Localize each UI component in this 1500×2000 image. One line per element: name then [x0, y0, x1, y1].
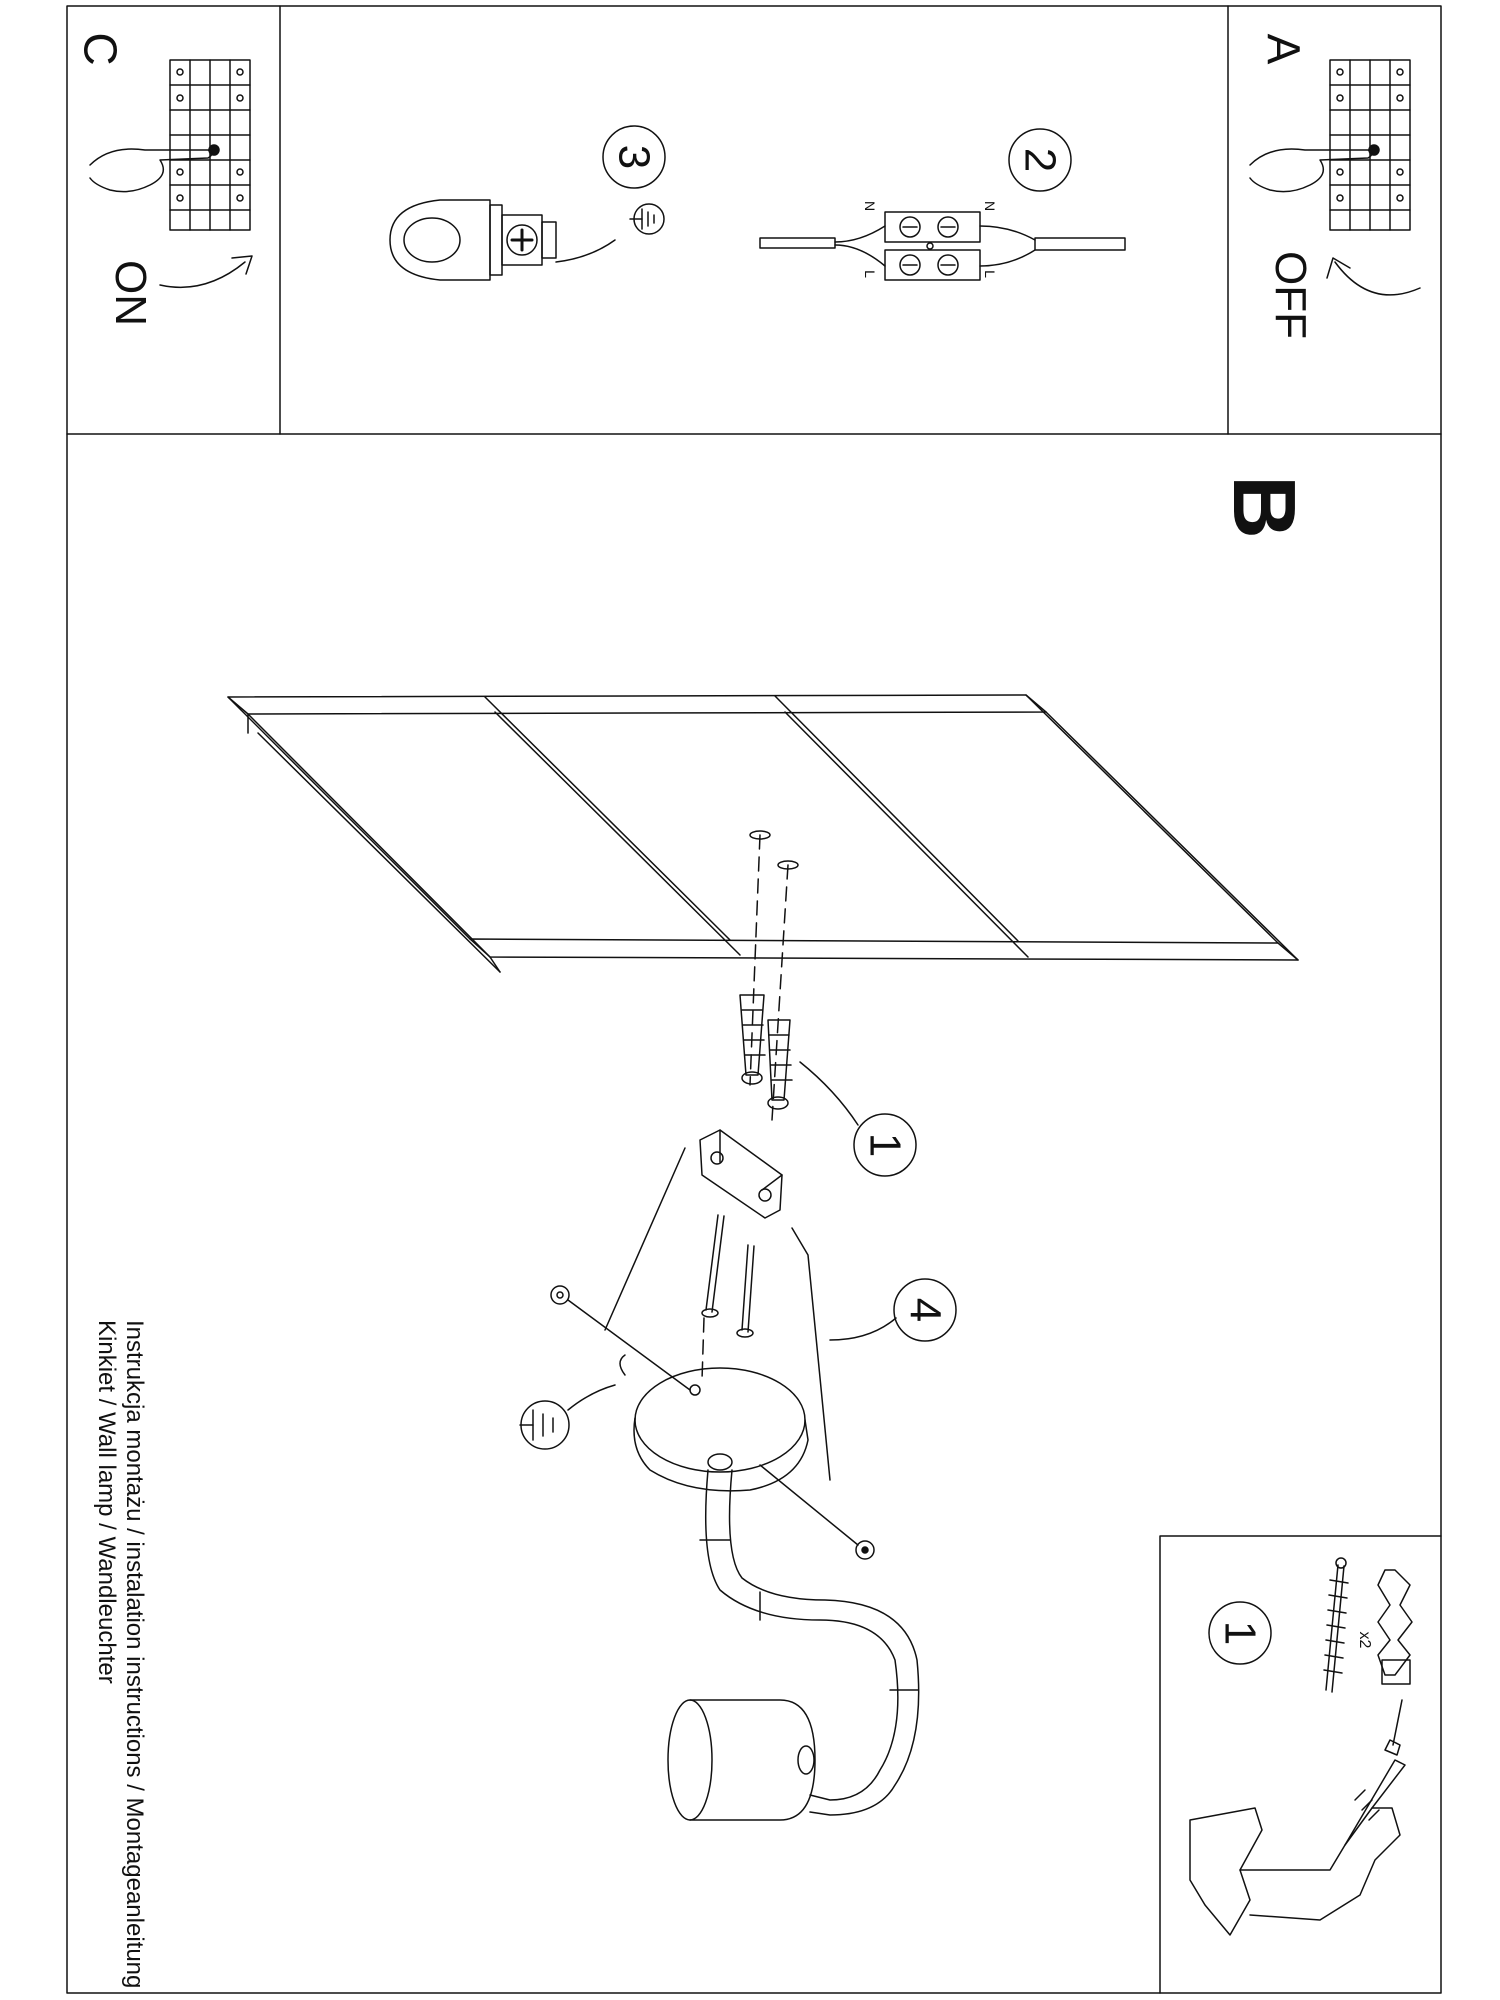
incoming-cable	[759, 237, 836, 249]
caption-line-1: Instrukcja montażu / instalation instruc…	[121, 1320, 148, 1989]
panel-a-label: OFF	[1266, 251, 1315, 339]
wall-top-edge	[227, 694, 1047, 715]
lamp-cable	[1034, 237, 1126, 251]
step-1-badge	[853, 1113, 917, 1177]
n-label-left: N	[862, 201, 878, 211]
step-2-connector	[759, 211, 1126, 281]
step-2-number: 2	[1016, 148, 1065, 172]
mounting-bracket	[699, 1129, 783, 1219]
terminal-block-n	[884, 211, 981, 243]
step-2-badge	[1008, 128, 1072, 192]
earth-symbol-b-icon	[519, 1384, 616, 1450]
caption-line-2: Kinkiet / Wall lamp / Wandleuchter	[93, 1320, 120, 1684]
step-3-badge	[602, 125, 666, 189]
lamp-arm	[699, 1453, 920, 1816]
panel-b-letter: B	[1214, 475, 1314, 539]
kit-wall-plug-icon	[1377, 1569, 1413, 1685]
panel-c-letter: C	[74, 32, 127, 66]
breaker-c-icon	[169, 59, 251, 231]
earth-lead	[619, 1354, 626, 1376]
panel-c-label: ON	[106, 260, 155, 326]
l-label-right: L	[982, 270, 998, 278]
drill-holes	[749, 830, 799, 1121]
step-1-number: 1	[861, 1133, 910, 1157]
hand-a-icon	[1249, 148, 1373, 193]
n-label-right: N	[982, 201, 998, 211]
bracket-to-base-leader	[604, 1147, 831, 1481]
small-screw-right-icon	[759, 1464, 875, 1560]
hand-c-icon	[89, 148, 213, 193]
kit-step-number: 1	[1216, 1621, 1265, 1645]
arrow-c-icon	[159, 255, 253, 289]
breaker-a-icon	[1329, 59, 1411, 231]
mounting-screws	[701, 1214, 755, 1381]
small-screw-left-icon	[550, 1285, 691, 1391]
step-3-earth-terminal	[389, 199, 616, 281]
earth-symbol-icon	[629, 203, 665, 235]
wall-left-edge	[227, 696, 471, 940]
l-label-left: L	[862, 270, 878, 278]
panel-a-letter: A	[1257, 33, 1310, 65]
wall-plugs	[739, 994, 793, 1110]
wall-bottom-edge	[469, 938, 1299, 961]
page-frame	[66, 5, 1442, 1994]
step-1-leader	[799, 1061, 859, 1126]
step-3-number: 3	[610, 145, 659, 169]
step-4-leader	[829, 1317, 897, 1341]
wall-right-edge	[1025, 694, 1279, 944]
lamp-tab-icon	[389, 199, 491, 281]
lamp-base	[619, 1354, 809, 1492]
wall-panels	[227, 694, 1299, 973]
terminal-block-l	[884, 249, 981, 281]
step-4-badge	[893, 1278, 957, 1342]
panel-c	[89, 59, 253, 289]
drill-icon	[1189, 1699, 1406, 1936]
earth-wire	[555, 239, 616, 263]
kit-step-badge	[1208, 1601, 1272, 1665]
kit-panel-frame	[1159, 1535, 1442, 1994]
panel-a	[1249, 59, 1421, 296]
kit-quantity: x2	[1356, 1632, 1373, 1649]
step-4-number: 4	[901, 1298, 950, 1322]
arrow-a-icon	[1326, 257, 1421, 296]
kit-screw-icon	[1323, 1557, 1349, 1693]
lamp-head	[667, 1699, 816, 1821]
